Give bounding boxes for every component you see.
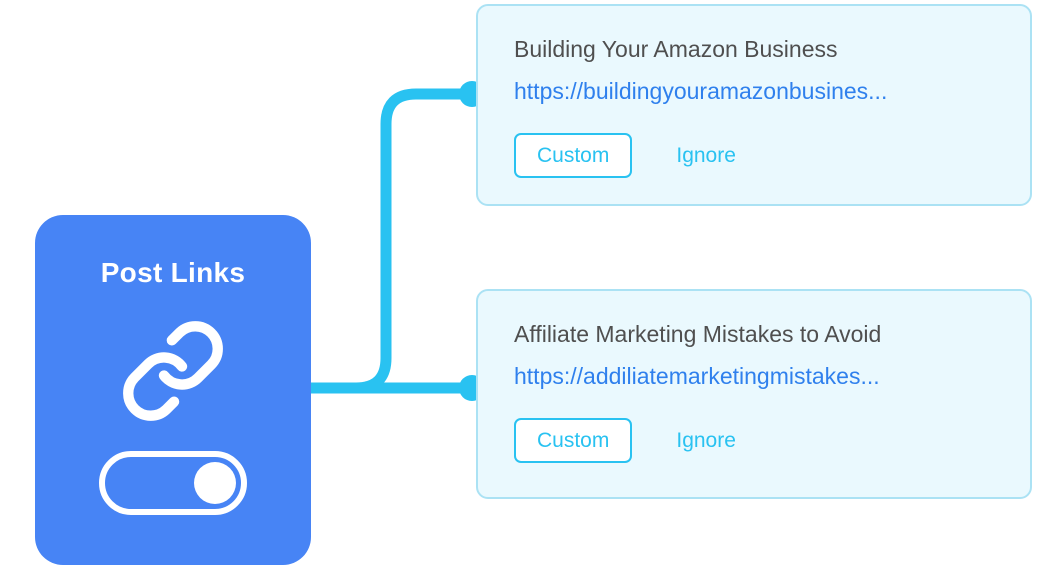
link-card-actions: Custom Ignore (514, 418, 994, 464)
link-card-url[interactable]: https://addiliatemarketingmistakes... (514, 363, 880, 389)
link-card: Building Your Amazon Business https://bu… (476, 4, 1032, 206)
custom-button[interactable]: Custom (514, 418, 633, 464)
link-card-url[interactable]: https://buildingyouramazonbusines... (514, 78, 888, 104)
connector-upper-branch (284, 88, 472, 394)
link-card-actions: Custom Ignore (514, 133, 994, 179)
ignore-button[interactable]: Ignore (676, 143, 736, 167)
link-card-title: Affiliate Marketing Mistakes to Avoid (514, 321, 882, 347)
post-links-toggle[interactable] (99, 451, 247, 515)
link-card: Affiliate Marketing Mistakes to Avoid ht… (476, 289, 1032, 499)
link-icon (119, 317, 227, 425)
toggle-knob (194, 462, 236, 504)
ignore-button[interactable]: Ignore (676, 428, 736, 452)
post-links-node[interactable]: Post Links (35, 215, 311, 565)
custom-button[interactable]: Custom (514, 133, 633, 179)
post-links-title: Post Links (100, 257, 246, 288)
link-card-title: Building Your Amazon Business (514, 36, 838, 62)
